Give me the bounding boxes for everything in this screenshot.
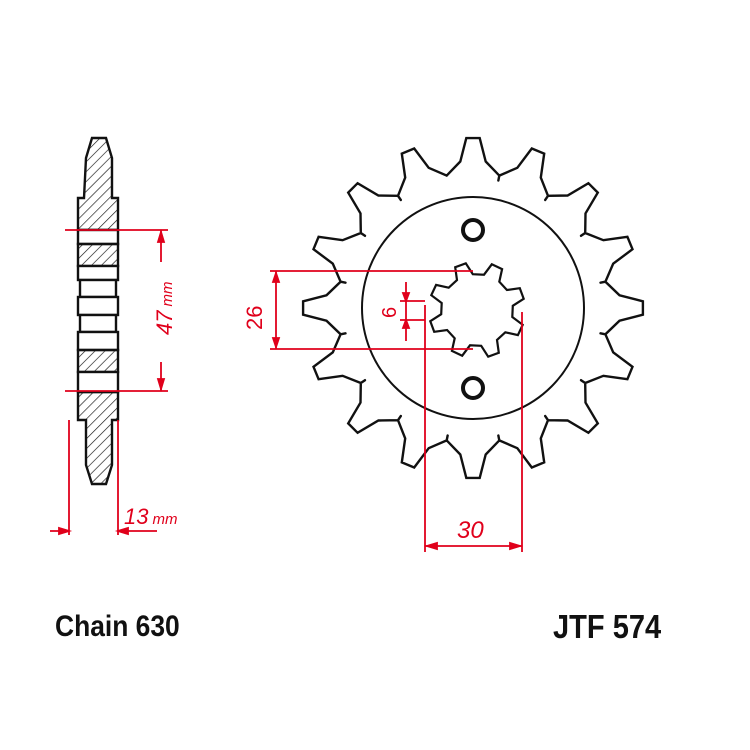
profile-bottom-tooth xyxy=(76,390,120,486)
sprocket-front xyxy=(301,136,645,480)
dimension-bore-outer xyxy=(423,305,524,552)
part-number: JTF 574 xyxy=(553,608,662,645)
sprocket-teeth-outline xyxy=(301,136,645,480)
chain-label: Chain 630 xyxy=(55,610,180,643)
dimension-height-label: 47mm xyxy=(152,282,177,335)
spline-bore xyxy=(428,261,526,359)
bolt-hole-top xyxy=(461,218,485,242)
side-profile xyxy=(76,136,120,486)
dimension-spline-width-label: 6 xyxy=(379,307,401,318)
bolt-hole-bottom xyxy=(461,376,485,400)
dimension-spline-width xyxy=(400,282,425,341)
dimension-bore-outer-label: 30 xyxy=(457,517,484,544)
dimension-width xyxy=(50,420,157,536)
dimension-bore-inner-label: 26 xyxy=(242,306,267,330)
profile-hub-band xyxy=(76,228,120,246)
profile-hatch-1 xyxy=(76,242,120,268)
hub-circle xyxy=(361,196,585,420)
dimension-bore-inner xyxy=(270,270,473,350)
profile-hatch-2 xyxy=(76,348,120,374)
profile-top-tooth xyxy=(76,136,120,232)
